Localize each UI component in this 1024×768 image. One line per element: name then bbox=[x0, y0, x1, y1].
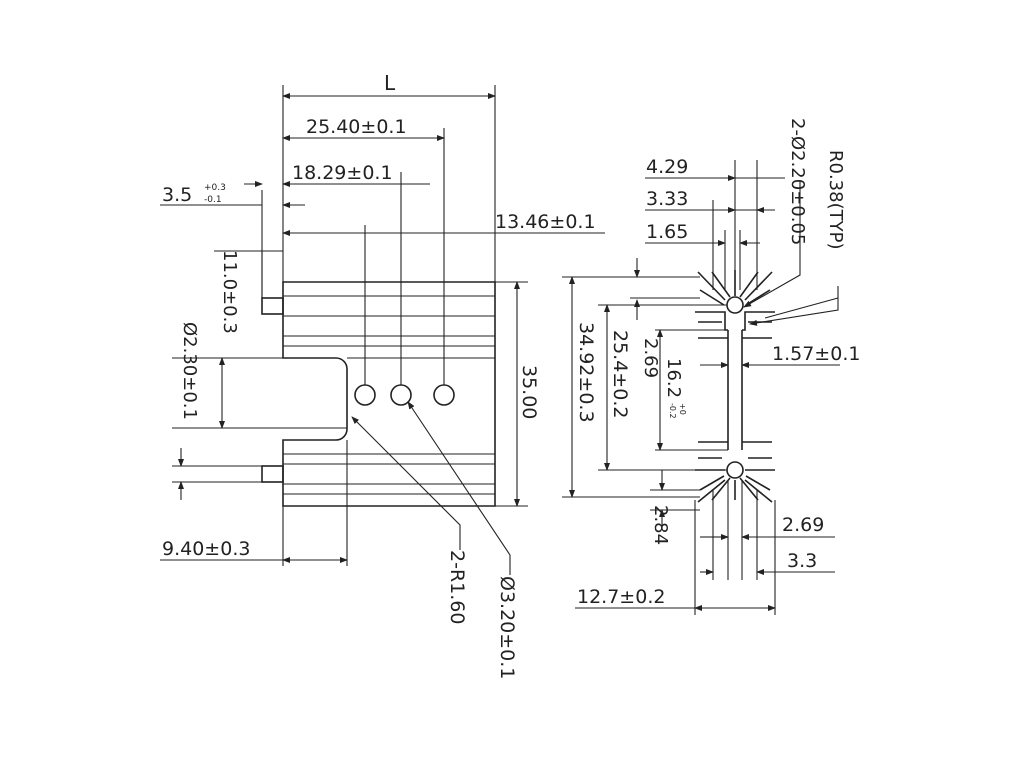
dim-fin-radius-label: R0.38(TYP) bbox=[825, 150, 846, 249]
dim-12-7-label: 12.7±0.2 bbox=[577, 586, 665, 608]
dim-16-2-tol-plus: +0 bbox=[678, 403, 687, 415]
dim-11-0-label: 11.0±0.3 bbox=[219, 250, 240, 334]
dim-34-92-label: 34.92±0.3 bbox=[575, 322, 597, 423]
dim-25-40-label: 25.40±0.1 bbox=[306, 116, 407, 138]
dim-dia-3-20-label: Ø3.20±0.1 bbox=[496, 576, 518, 679]
dim-slot-dia-label: 2-Ø2.20±0.05 bbox=[787, 118, 808, 245]
dim-25-4-label: 25.4±0.2 bbox=[609, 330, 631, 418]
dim-9-40-label: 9.40±0.3 bbox=[162, 538, 250, 560]
dim-13-46-label: 13.46±0.1 bbox=[495, 211, 596, 233]
dim-35-00-label: 35.00 bbox=[518, 365, 540, 419]
dim-18-29-label: 18.29±0.1 bbox=[292, 162, 393, 184]
mounting-hole-1 bbox=[354, 384, 376, 406]
dim-3-5-tol-minus: -0.1 bbox=[204, 195, 222, 205]
dim-web-thickness-label: 1.57±0.1 bbox=[772, 343, 860, 365]
dim-4-29-label: 4.29 bbox=[646, 156, 688, 178]
dim-16-2-tol-minus: -0.2 bbox=[668, 403, 677, 419]
dim-2-69-vert-label: 2.69 bbox=[640, 338, 661, 378]
side-view: L 25.40±0.1 18.29±0.1 3.5 +0.3 -0.1 13.4… bbox=[160, 71, 605, 679]
dim-16-2-label: 16.2 bbox=[663, 358, 684, 398]
dim-3-33-label: 3.33 bbox=[646, 188, 688, 210]
dim-3-5-label: 3.5 bbox=[162, 184, 192, 206]
dim-2-84-label: 2.84 bbox=[650, 505, 671, 545]
mounting-hole-3 bbox=[433, 384, 455, 406]
dim-1-65-label: 1.65 bbox=[646, 221, 688, 243]
dim-2-69-label: 2.69 bbox=[782, 514, 824, 536]
dim-dia-2-30-label: Ø2.30±0.1 bbox=[179, 322, 200, 420]
end-view: 4.29 3.33 1.65 2-Ø2.20±0.05 R0.38(TYP) 1… bbox=[562, 118, 860, 615]
side-view-body bbox=[261, 281, 496, 507]
dim-r1-60-label: 2-R1.60 bbox=[446, 550, 468, 624]
dim-3-5-tol-plus: +0.3 bbox=[204, 183, 226, 193]
dim-3-3-label: 3.3 bbox=[787, 550, 817, 572]
dim-L-label: L bbox=[384, 71, 396, 95]
